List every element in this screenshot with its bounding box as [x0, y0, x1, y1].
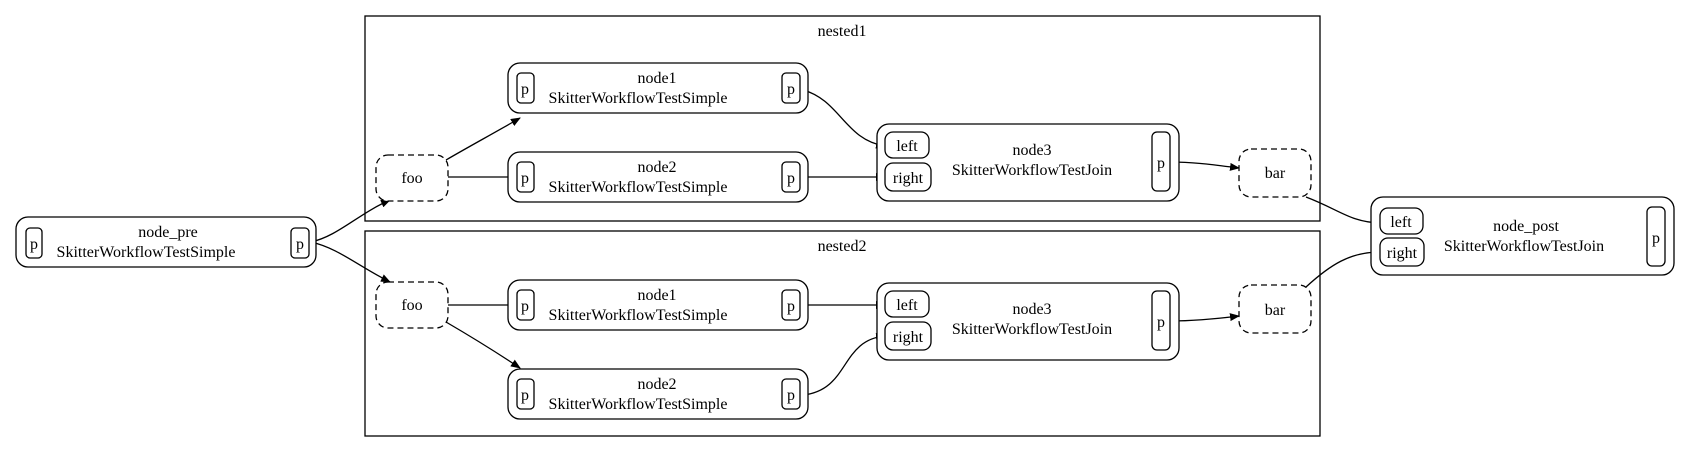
svg-text:p: p: [521, 170, 529, 187]
svg-text:p: p: [521, 298, 529, 315]
n1-node3-left-port[interactable]: [884, 131, 930, 159]
n2-node1[interactable]: p node1 SkitterWorkflowTestSimple p: [507, 279, 809, 331]
svg-text:p: p: [787, 387, 795, 404]
edge-pre-to-n2-foo: [310, 241, 391, 283]
svg-text:p: p: [1157, 314, 1165, 331]
svg-text:p: p: [787, 298, 795, 315]
n2-bar[interactable]: bar: [1238, 284, 1312, 334]
svg-text:SkitterWorkflowTestJoin: SkitterWorkflowTestJoin: [952, 321, 1112, 338]
svg-text:p: p: [787, 170, 795, 187]
edge-n2-bar-to-post-right: [1305, 248, 1381, 288]
n2-node3-left-port[interactable]: [884, 290, 930, 318]
node-post-right-port[interactable]: [1379, 237, 1425, 267]
svg-text:right: right: [1387, 245, 1418, 262]
n1-node2[interactable]: p node2 SkitterWorkflowTestSimple p: [507, 151, 809, 203]
n2-node2-out-port[interactable]: [781, 378, 801, 410]
n2-node3-right-port[interactable]: [884, 321, 932, 351]
svg-text:foo: foo: [401, 170, 422, 187]
edge-pre-to-n1-foo: [310, 199, 391, 243]
edge-n2-foo-to-node2: [445, 321, 521, 369]
svg-text:p: p: [521, 387, 529, 404]
svg-text:SkitterWorkflowTestSimple: SkitterWorkflowTestSimple: [549, 90, 728, 107]
svg-text:node1: node1: [637, 70, 676, 87]
edge-n2-node3-to-bar: [1169, 313, 1240, 322]
node-post-name: node_post: [1493, 218, 1559, 235]
node-pre-out-port[interactable]: [290, 227, 310, 259]
n2-node2-in-port[interactable]: [516, 378, 535, 410]
n1-node3[interactable]: left right node3 SkitterWorkflowTestJoin…: [876, 123, 1180, 202]
n1-node2-in-port[interactable]: [516, 161, 535, 193]
node-post[interactable]: left right node_post SkitterWorkflowTest…: [1370, 196, 1675, 276]
n1-node1[interactable]: p node1 SkitterWorkflowTestSimple p: [507, 62, 809, 114]
svg-text:SkitterWorkflowTestJoin: SkitterWorkflowTestJoin: [952, 162, 1112, 179]
svg-text:SkitterWorkflowTestSimple: SkitterWorkflowTestSimple: [549, 307, 728, 324]
node-pre-type: SkitterWorkflowTestSimple: [57, 244, 236, 261]
svg-text:left: left: [896, 138, 918, 155]
svg-text:node2: node2: [637, 376, 676, 393]
edge-n2-node2-to-node3-right: [802, 332, 886, 396]
node-pre[interactable]: p node_pre SkitterWorkflowTestSimple p: [15, 216, 317, 268]
node-post-type: SkitterWorkflowTestJoin: [1444, 238, 1604, 255]
n1-node3-out-port[interactable]: [1151, 131, 1171, 192]
svg-text:p: p: [296, 236, 304, 253]
edge-n1-node1-to-node3-left: [802, 89, 886, 149]
cluster-nested2-label: nested2: [818, 238, 867, 255]
n1-node1-in-port[interactable]: [516, 72, 535, 104]
cluster-nested1: nested1: [364, 15, 1321, 222]
n2-node3-out-port[interactable]: [1151, 290, 1171, 351]
n2-node1-in-port[interactable]: [516, 289, 535, 321]
cluster-nested1-label: nested1: [818, 23, 867, 40]
node-pre-name: node_pre: [138, 224, 198, 241]
svg-text:p: p: [787, 81, 795, 98]
node-post-left-port[interactable]: [1379, 207, 1424, 235]
svg-text:p: p: [1652, 230, 1660, 247]
svg-text:p: p: [1157, 155, 1165, 172]
svg-text:p: p: [521, 81, 529, 98]
n1-foo[interactable]: foo: [375, 154, 449, 202]
node-post-out-port[interactable]: [1646, 206, 1666, 267]
n1-bar[interactable]: bar: [1238, 148, 1312, 198]
n2-foo[interactable]: foo: [375, 281, 449, 329]
svg-text:SkitterWorkflowTestSimple: SkitterWorkflowTestSimple: [549, 179, 728, 196]
svg-text:right: right: [893, 170, 924, 187]
svg-text:p: p: [30, 236, 38, 253]
n1-node1-out-port[interactable]: [781, 72, 801, 104]
svg-text:node2: node2: [637, 159, 676, 176]
svg-text:left: left: [896, 297, 918, 314]
svg-text:node1: node1: [637, 287, 676, 304]
svg-text:foo: foo: [401, 297, 422, 314]
svg-text:node3: node3: [1012, 142, 1051, 159]
node-pre-in-port[interactable]: [25, 227, 43, 259]
svg-text:SkitterWorkflowTestSimple: SkitterWorkflowTestSimple: [549, 396, 728, 413]
edge-n1-node3-to-bar: [1169, 161, 1240, 171]
n2-node1-out-port[interactable]: [781, 289, 801, 321]
cluster-nested2: nested2: [364, 230, 1321, 437]
svg-text:right: right: [893, 329, 924, 346]
n2-node3[interactable]: left right node3 SkitterWorkflowTestJoin…: [876, 282, 1180, 361]
svg-text:bar: bar: [1265, 302, 1286, 319]
edge-n1-foo-to-node1: [445, 117, 521, 161]
n1-node3-right-port[interactable]: [884, 162, 932, 192]
n2-node2[interactable]: p node2 SkitterWorkflowTestSimple p: [507, 368, 809, 420]
svg-text:bar: bar: [1265, 165, 1286, 182]
svg-text:left: left: [1390, 214, 1412, 231]
edge-n1-bar-to-post-left: [1305, 196, 1381, 227]
svg-text:node3: node3: [1012, 301, 1051, 318]
n1-node2-out-port[interactable]: [781, 161, 801, 193]
